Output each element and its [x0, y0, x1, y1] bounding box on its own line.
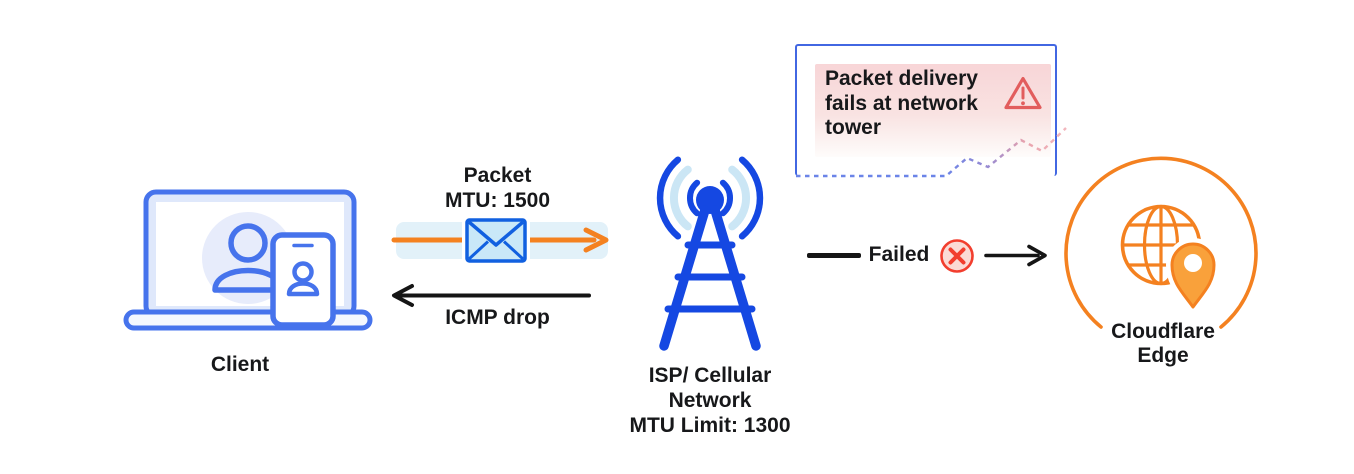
failed-line-segment — [807, 253, 861, 258]
circle-x-icon — [940, 239, 974, 273]
callout-box: Packet delivery fails at network tower — [795, 44, 1057, 176]
failed-arrow-right-icon — [984, 244, 1047, 267]
callout-text: Packet delivery fails at network tower — [825, 67, 978, 139]
icmp-arrow-left-icon — [392, 284, 591, 307]
laptop-phone-user-icon — [123, 189, 373, 331]
envelope-icon — [462, 215, 530, 266]
client-label: Client — [210, 353, 270, 376]
callout-torn-edge-line — [796, 127, 1067, 178]
network-label-group: ISP/ Cellular Network MTU Limit: 1300 — [600, 363, 820, 438]
failed-label: Failed — [868, 243, 930, 266]
callout-panel: Packet delivery fails at network tower — [815, 64, 1051, 157]
cloudflare-label: Cloudflare Edge — [1111, 320, 1215, 367]
network-mtu-limit: MTU Limit: 1300 — [629, 414, 791, 437]
network-name-line1: ISP/ Cellular — [648, 364, 772, 387]
packet-label-group: Packet MTU: 1500 — [400, 163, 595, 213]
globe-location-pin-icon — [1064, 156, 1258, 329]
packet-mtu-value: MTU: 1500 — [444, 189, 551, 212]
network-name-line2: Network — [668, 389, 752, 412]
warning-triangle-icon — [1004, 76, 1042, 110]
icmp-label: ICMP drop — [445, 306, 550, 329]
packet-label: Packet — [463, 164, 532, 187]
cell-tower-icon — [656, 156, 764, 351]
